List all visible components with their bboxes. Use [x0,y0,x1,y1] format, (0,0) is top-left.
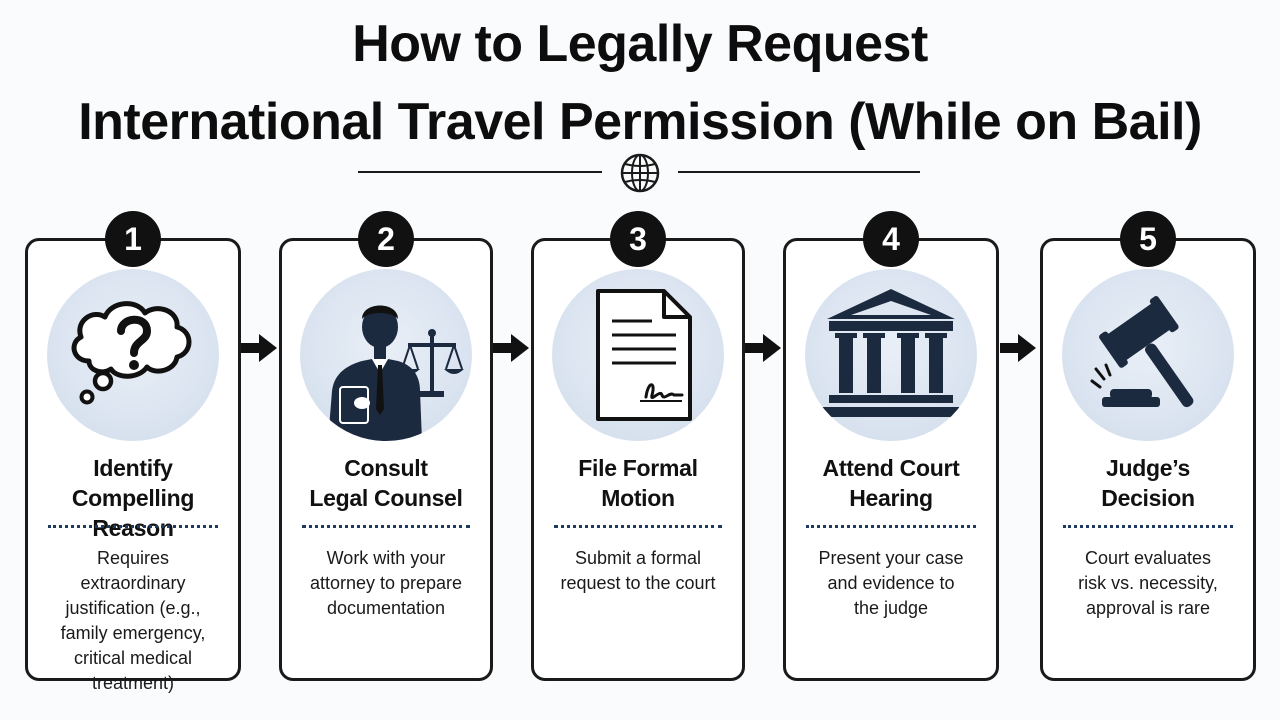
icon-circle [1062,269,1234,441]
step-description: Requires extraordinary justification (e.… [60,548,206,693]
step-description: Submit a formal request to the court [560,548,716,593]
title-line-1: How to Legally Request [352,15,928,73]
arrow-right-icon [1000,334,1036,362]
step-title: File Formal Motion [578,455,698,511]
gavel-icon [1090,296,1194,408]
step-description: Work with your attorney to prepare docum… [309,548,463,618]
step-title: Consult Legal Counsel [309,455,463,511]
step-title: Judge’s Decision [1101,455,1195,511]
dotted-divider [302,525,470,528]
arrow-right-icon [493,334,529,362]
dotted-divider [806,525,976,528]
icon-circle [300,269,472,441]
step-title: Identify Compelling Reason [71,455,195,541]
globe-icon [620,153,660,193]
courthouse-icon [821,289,961,417]
icon-circle [552,269,724,441]
icon-circle [47,269,219,441]
thought-bubble-question-icon [71,301,192,405]
step-card-1: 1 Identify Compelling Reason Requires ex… [25,211,241,693]
dotted-divider [554,525,722,528]
dotted-divider [1063,525,1233,528]
step-title: Attend Court Hearing [822,455,960,511]
signed-document-icon [596,289,692,421]
step-description: Court evaluates risk vs. necessity, appr… [1078,548,1218,618]
step-number-badge: 5 [1120,211,1176,267]
step-card-3: 3 File Formal Motion Submit a formal req… [531,211,745,681]
step-card-4: 4 Attend Court Hearing Present your case… [783,211,999,681]
step-number-badge: 2 [358,211,414,267]
lawyer-with-scales-icon [328,305,464,441]
step-number-badge: 4 [863,211,919,267]
step-card-5: 5 Judge’s Decision Court evaluates risk … [1040,211,1256,681]
arrow-right-icon [241,334,277,362]
step-card-2: 2 Consult Legal Counsel [279,211,493,681]
step-description: Present your case and evidence to the ju… [818,548,964,618]
step-number-badge: 1 [105,211,161,267]
step-number-badge: 3 [610,211,666,267]
dotted-divider [48,525,218,528]
arrow-right-icon [745,334,781,362]
icon-circle [805,269,977,441]
title-divider-right [678,171,920,173]
title-line-2: International Travel Permission (While o… [78,93,1202,151]
title-divider-left [358,171,602,173]
